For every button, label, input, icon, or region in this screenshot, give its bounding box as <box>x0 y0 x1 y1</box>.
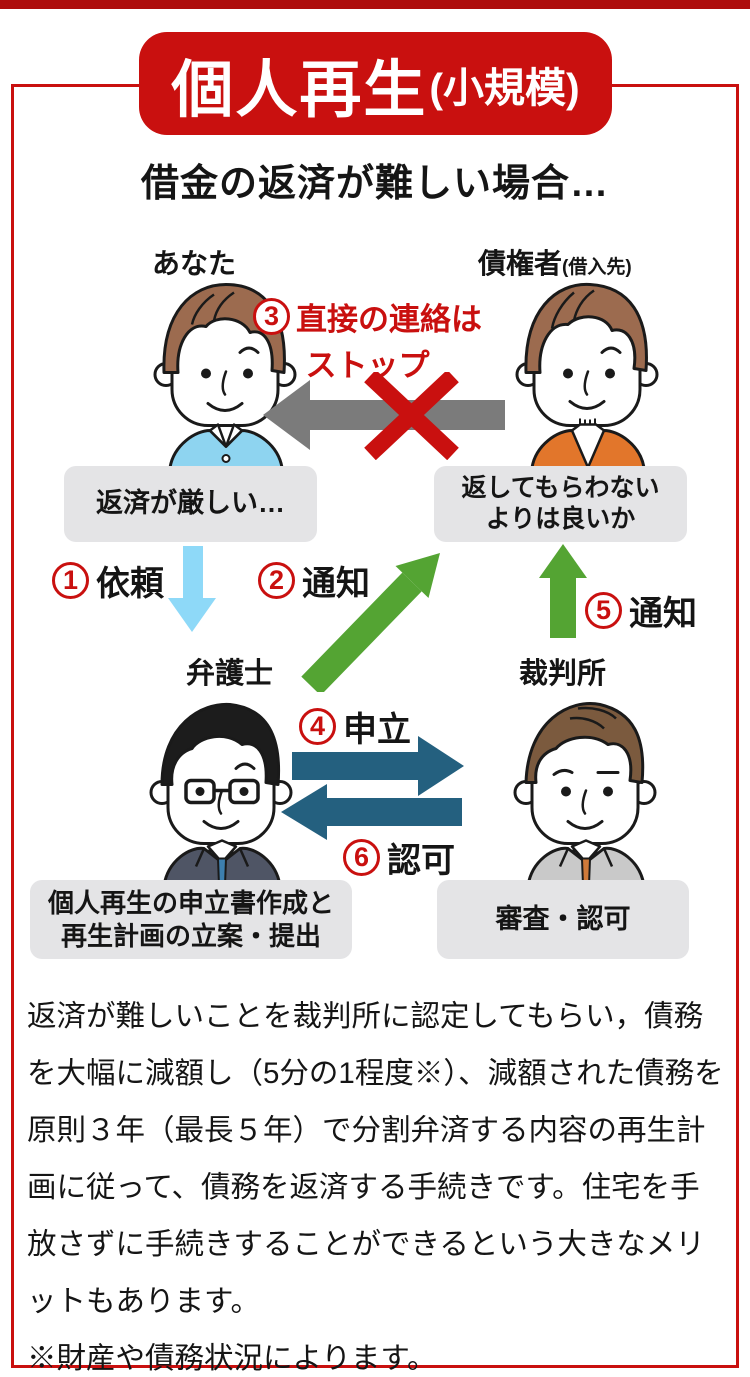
callout-repayment-hard-text: 返済が厳しい… <box>96 488 285 519</box>
step-5-label: 通知 <box>629 595 697 633</box>
label-you: あなた <box>152 248 237 279</box>
step-3-label-line2: ストップ <box>305 348 430 383</box>
step-3-number: 3 <box>253 298 290 335</box>
step-1-label: 依頼 <box>96 565 164 603</box>
step-2-label: 通知 <box>302 565 370 603</box>
description-note: ※財産や債務状況によります。 <box>27 1342 437 1375</box>
label-creditor-sub: (借入先) <box>562 257 632 278</box>
label-creditor-main: 債権者 <box>478 248 563 279</box>
notify-diagonal-arrow-icon <box>301 553 440 692</box>
callout-lawyer-line1: 個人再生の申立書作成と <box>47 888 334 918</box>
page-title: 個人再生 <box>171 55 428 125</box>
callout-creditor-line2: よりは良いか <box>485 505 636 533</box>
petition-approval-arrows-icon <box>281 736 464 840</box>
callout-lawyer-task: 個人再生の申立書作成と 再生計画の立案・提出 <box>30 880 352 959</box>
step-1-request: 1 依頼 <box>52 556 164 605</box>
request-down-arrow-icon <box>168 546 216 632</box>
step-4-label: 申立 <box>343 711 411 749</box>
step-3-stop-contact: 3 直接の連絡は ストップ <box>253 294 482 385</box>
step-6-number: 6 <box>343 839 380 876</box>
step-5-number: 5 <box>585 592 622 629</box>
callout-lawyer-line2: 再生計画の立案・提出 <box>60 920 321 951</box>
notify-up-arrow-icon <box>539 544 587 638</box>
step-2-number: 2 <box>258 562 295 599</box>
step-1-number: 1 <box>52 562 89 599</box>
person-you-icon <box>153 283 297 468</box>
section-heading: 借金の返済が難しい場合… <box>140 163 609 205</box>
callout-creditor-thought: 返してもらわない よりは良いか <box>434 466 687 542</box>
description-block: 返済が難しいことを裁判所に認定してもらい，債務を大幅に減額し（5分の1程度※）、… <box>27 988 727 1377</box>
label-lawyer: 弁護士 <box>186 658 274 690</box>
step-5-notify: 5 通知 <box>585 586 697 635</box>
top-red-bar <box>0 0 750 9</box>
step-6-label: 認可 <box>387 842 455 880</box>
title-badge: 個人再生 (小規模) <box>139 32 612 135</box>
callout-creditor-line1: 返してもらわない <box>461 473 660 502</box>
person-creditor-icon <box>515 282 659 468</box>
step-4-petition: 4 申立 <box>299 702 411 751</box>
step-4-number: 4 <box>299 708 336 745</box>
callout-court-text: 審査・認可 <box>495 903 631 934</box>
blocked-contact-arrow-icon <box>263 372 505 460</box>
step-2-notify: 2 通知 <box>258 556 370 605</box>
label-creditor: 債権者(借入先) <box>478 242 632 282</box>
step-3-label: 直接の連絡は <box>296 302 482 337</box>
callout-repayment-hard: 返済が厳しい… <box>64 466 317 542</box>
callout-court-task: 審査・認可 <box>437 880 689 959</box>
description-text: 返済が難しいことを裁判所に認定してもらい，債務を大幅に減額し（5分の1程度※）、… <box>27 1000 724 1318</box>
label-court: 裁判所 <box>519 658 607 690</box>
step-6-approval: 6 認可 <box>343 833 455 882</box>
person-lawyer-icon <box>149 702 293 886</box>
person-court-icon <box>513 702 657 886</box>
page-title-sub: (小規模) <box>429 64 580 111</box>
